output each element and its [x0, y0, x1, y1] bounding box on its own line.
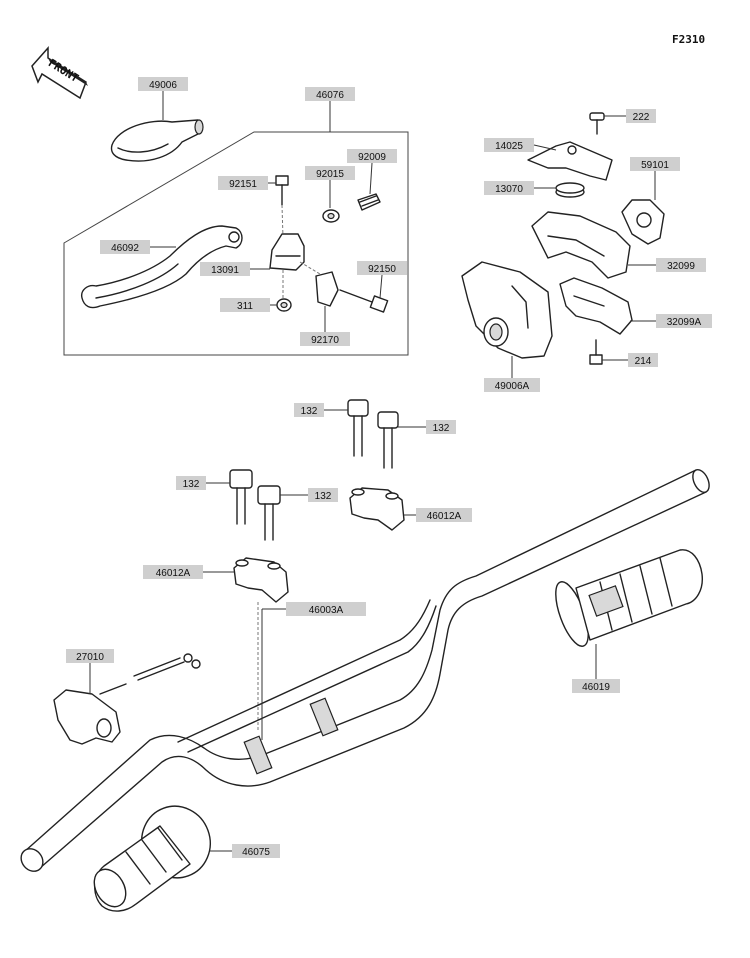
label-32099: 32099: [667, 261, 695, 272]
holder-13091-part: [269, 233, 331, 298]
label-132-c: 132: [183, 479, 200, 490]
clamp-92170-part: [315, 271, 339, 330]
label-32099A: 32099A: [667, 317, 702, 328]
label-49006: 49006: [149, 80, 177, 91]
label-46003A: 46003A: [309, 605, 344, 616]
label-13091: 13091: [211, 265, 239, 276]
label-214: 214: [635, 356, 652, 367]
lever-assembly-box: [63, 131, 409, 356]
handlebar-46003A-part: [20, 469, 710, 872]
label-92150: 92150: [368, 264, 396, 275]
cover-14025-part: [527, 141, 613, 181]
bolt-92150-part: [339, 289, 389, 313]
brake-lever-part: [81, 225, 243, 309]
screw-92009-part: [357, 193, 381, 211]
screw-214-part: [589, 339, 603, 365]
housing-32099-part: [531, 211, 631, 279]
label-46075: 46075: [242, 847, 270, 858]
holder-46012A-a-part: [349, 487, 405, 531]
switch-27010-part: [53, 653, 201, 745]
nut-92015-part: [322, 209, 340, 223]
label-13070: 13070: [495, 184, 523, 195]
clamp-59101-part: [621, 199, 665, 245]
bolt-132-b-part: [377, 411, 399, 469]
bolt-132-a-part: [347, 399, 369, 457]
throttle-housing-49006A-part: [461, 261, 553, 359]
front-arrow-icon: FRONT: [31, 46, 88, 100]
label-132-b: 132: [433, 423, 450, 434]
bolt-132-d-part: [257, 485, 281, 541]
label-46019: 46019: [582, 682, 610, 693]
grip-46075-part: [93, 805, 211, 912]
label-27010: 27010: [76, 652, 104, 663]
holder-46012A-b-part: [233, 557, 289, 730]
housing-32099A-part: [559, 277, 633, 335]
screw-222-part: [589, 112, 605, 135]
label-46092: 46092: [111, 243, 139, 254]
label-14025: 14025: [495, 141, 523, 152]
label-59101: 59101: [641, 160, 669, 171]
label-92009: 92009: [358, 152, 386, 163]
label-222: 222: [633, 112, 650, 123]
label-46076: 46076: [316, 90, 344, 101]
ring-13070-part: [555, 182, 585, 198]
label-311: 311: [237, 301, 253, 312]
label-49006A: 49006A: [495, 381, 530, 392]
lever-cover-part: [110, 119, 204, 162]
grip-46019-part: [555, 549, 703, 647]
figure-code: F2310: [672, 33, 705, 46]
bolt-132-c-part: [229, 469, 253, 525]
label-46012A-a: 46012A: [427, 511, 462, 522]
label-132-a: 132: [301, 406, 318, 417]
label-46012A-b: 46012A: [156, 568, 191, 579]
callout-labels: 49006 46076 92009 92151 92015 46092 1309…: [66, 77, 712, 858]
label-92015: 92015: [316, 169, 344, 180]
label-92151: 92151: [229, 179, 257, 190]
nut-311-part: [276, 298, 292, 312]
label-92170: 92170: [311, 335, 339, 346]
label-132-d: 132: [315, 491, 332, 502]
bolt-92151-part: [275, 175, 289, 239]
